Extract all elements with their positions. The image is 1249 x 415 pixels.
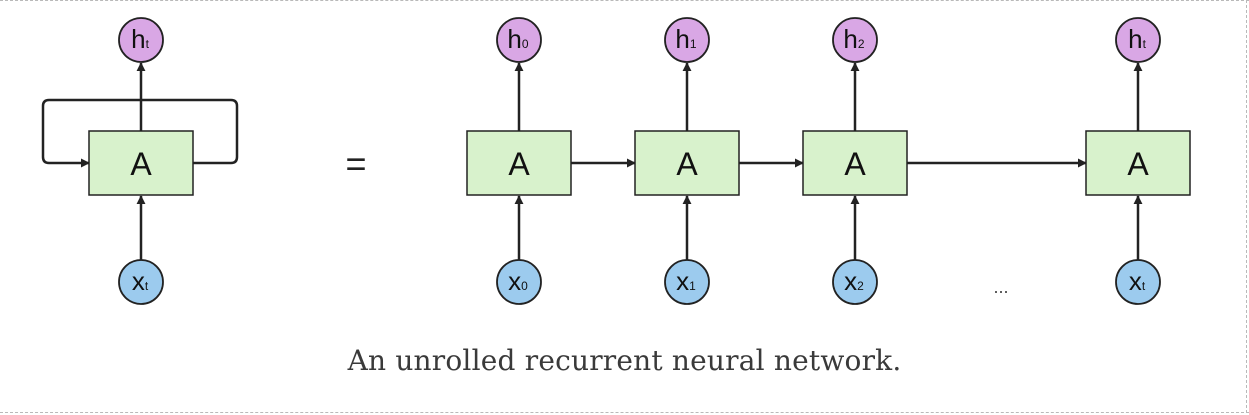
step-0-cell-box [466,130,572,196]
rolled-cell-box [88,130,194,196]
ellipsis: ... [993,277,1008,297]
equals-sign: = [345,143,366,184]
rolled-hidden-node-subscript: t [146,37,150,51]
rolled-input-node [118,259,164,305]
step-1-cell-box [634,130,740,196]
step-3-input-node-subscript: t [1142,279,1146,293]
step-2-hidden-node [832,17,878,63]
step-1-hidden-node [664,17,710,63]
step-2-hidden-node-subscript: 2 [858,37,865,51]
rolled-cell-label: A [130,146,152,182]
step-3-hidden-node-subscript: t [1143,37,1147,51]
step-3-hidden-node [1115,17,1161,63]
step-2-input-node-subscript: 2 [857,279,864,293]
step-0-hidden-node-subscript: 0 [522,37,529,51]
step-3-input-node [1115,259,1161,305]
edges-layer [41,62,1143,260]
rolled-hidden-node-label: ht [131,24,149,54]
step-0-hidden-node [496,17,542,63]
step-3-hidden-node-label: ht [1128,24,1146,54]
step-1-hidden-node-subscript: 1 [690,37,697,51]
step-2-cell-box [802,130,908,196]
step-1-input-node [664,259,710,305]
step-1-input-node-subscript: 1 [689,279,696,293]
step-2-cell-label: A [844,146,866,182]
rolled-input-node-label: xt [132,266,149,296]
rolled-input-node-subscript: t [145,279,149,293]
step-0-input-node-subscript: 0 [521,279,528,293]
rolled-hidden-node [118,17,164,63]
step-0-input-node [496,259,542,305]
frame-border-bottom [0,412,1249,413]
step-3-input-node-label: xt [1129,266,1146,296]
step-3-cell-label: A [1127,146,1149,182]
frame-border-right [1246,0,1247,413]
step-0-cell-label: A [508,146,530,182]
step-3-cell-box [1085,130,1191,196]
frame-border-top [0,0,1249,1]
diagram-caption: An unrolled recurrent neural network. [347,344,902,377]
step-1-cell-label: A [676,146,698,182]
step-2-input-node [832,259,878,305]
